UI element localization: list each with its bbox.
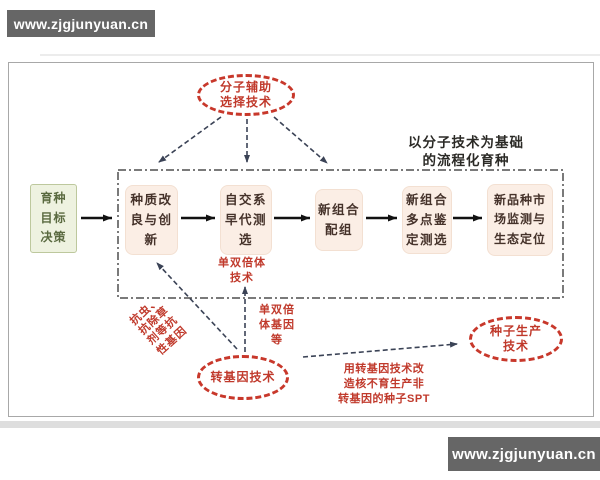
flow-box-inbred-selection: 自交系 早代测 选 [220, 185, 272, 255]
seed-production-line1: 种子生产 [489, 324, 542, 338]
seed-production-ellipse: 种子生产 技术 [469, 316, 563, 362]
flow-box-inbred-line3: 选 [238, 233, 253, 247]
flow-box-germplasm-line2: 良与创 [130, 213, 173, 227]
molecular-selection-ellipse: 分子辅助 选择技术 [197, 74, 295, 116]
diagram-title: 以分子技术为基础 的流程化育种 [385, 134, 547, 169]
transgenic-tech-ellipse: 转基因技术 [197, 355, 289, 400]
divider-top [40, 54, 600, 56]
breeding-goal-line2: 目标 [40, 210, 67, 225]
flow-box-new-combination: 新组合 配组 [315, 189, 363, 251]
flow-box-market-line1: 新品种市 [493, 193, 546, 208]
spt-note-line1: 用转基因技术改 [343, 363, 425, 375]
flow-box-multipoint-line3: 定测选 [405, 233, 448, 247]
doubled-haploid-tech-note: 单双倍体 技术 [211, 256, 273, 286]
spt-note: 用转基因技术改 造核不育生产非 转基因的种子SPT [326, 362, 442, 407]
dh-gene-line3: 等 [271, 333, 283, 346]
breeding-goal-line3: 决策 [40, 230, 67, 245]
doubled-haploid-gene-note: 单双倍 体基因 等 [255, 303, 299, 348]
molecular-selection-label-line2: 选择技术 [219, 95, 272, 109]
dh-gene-line1: 单双倍 [259, 304, 295, 316]
flow-box-multipoint-line2: 多点鉴 [405, 213, 448, 227]
diagram-title-line1: 以分子技术为基础 [408, 135, 524, 150]
watermark-top: www.zjgjunyuan.cn [7, 10, 155, 37]
flow-box-multipoint-test: 新组合 多点鉴 定测选 [402, 186, 452, 254]
transgenic-label: 转基因技术 [210, 370, 276, 384]
dh-tech-line2: 技术 [230, 271, 254, 284]
dh-gene-line2: 体基因 [259, 318, 295, 331]
molecular-selection-label-line1: 分子辅助 [219, 80, 272, 94]
divider-bottom [0, 421, 600, 428]
flow-box-combination-line1: 新组合 [317, 203, 360, 217]
spt-note-line3: 转基因的种子SPT [338, 392, 430, 405]
flow-box-inbred-line1: 自交系 [224, 193, 267, 207]
watermark-bottom: www.zjgjunyuan.cn [448, 437, 600, 471]
diagram-title-line2: 的流程化育种 [422, 152, 510, 168]
flow-box-germplasm: 种质改 良与创 新 [125, 185, 178, 255]
flow-box-inbred-line2: 早代测 [224, 213, 267, 227]
spt-note-line2: 造核不育生产非 [343, 377, 425, 390]
flow-box-germplasm-line3: 新 [144, 233, 159, 247]
flow-box-combination-line2: 配组 [324, 223, 353, 237]
flow-box-market-line2: 场监测与 [493, 212, 546, 227]
seed-production-line2: 技术 [502, 339, 529, 353]
breeding-goal-line1: 育种 [40, 190, 67, 205]
dh-tech-line1: 单双倍体 [218, 257, 266, 269]
flow-box-market-line3: 生态定位 [493, 231, 546, 246]
flow-box-multipoint-line1: 新组合 [405, 193, 448, 207]
breeding-goal-box: 育种 目标 决策 [30, 184, 77, 253]
flow-box-market-positioning: 新品种市 场监测与 生态定位 [487, 184, 553, 256]
flow-box-germplasm-line1: 种质改 [130, 193, 173, 207]
